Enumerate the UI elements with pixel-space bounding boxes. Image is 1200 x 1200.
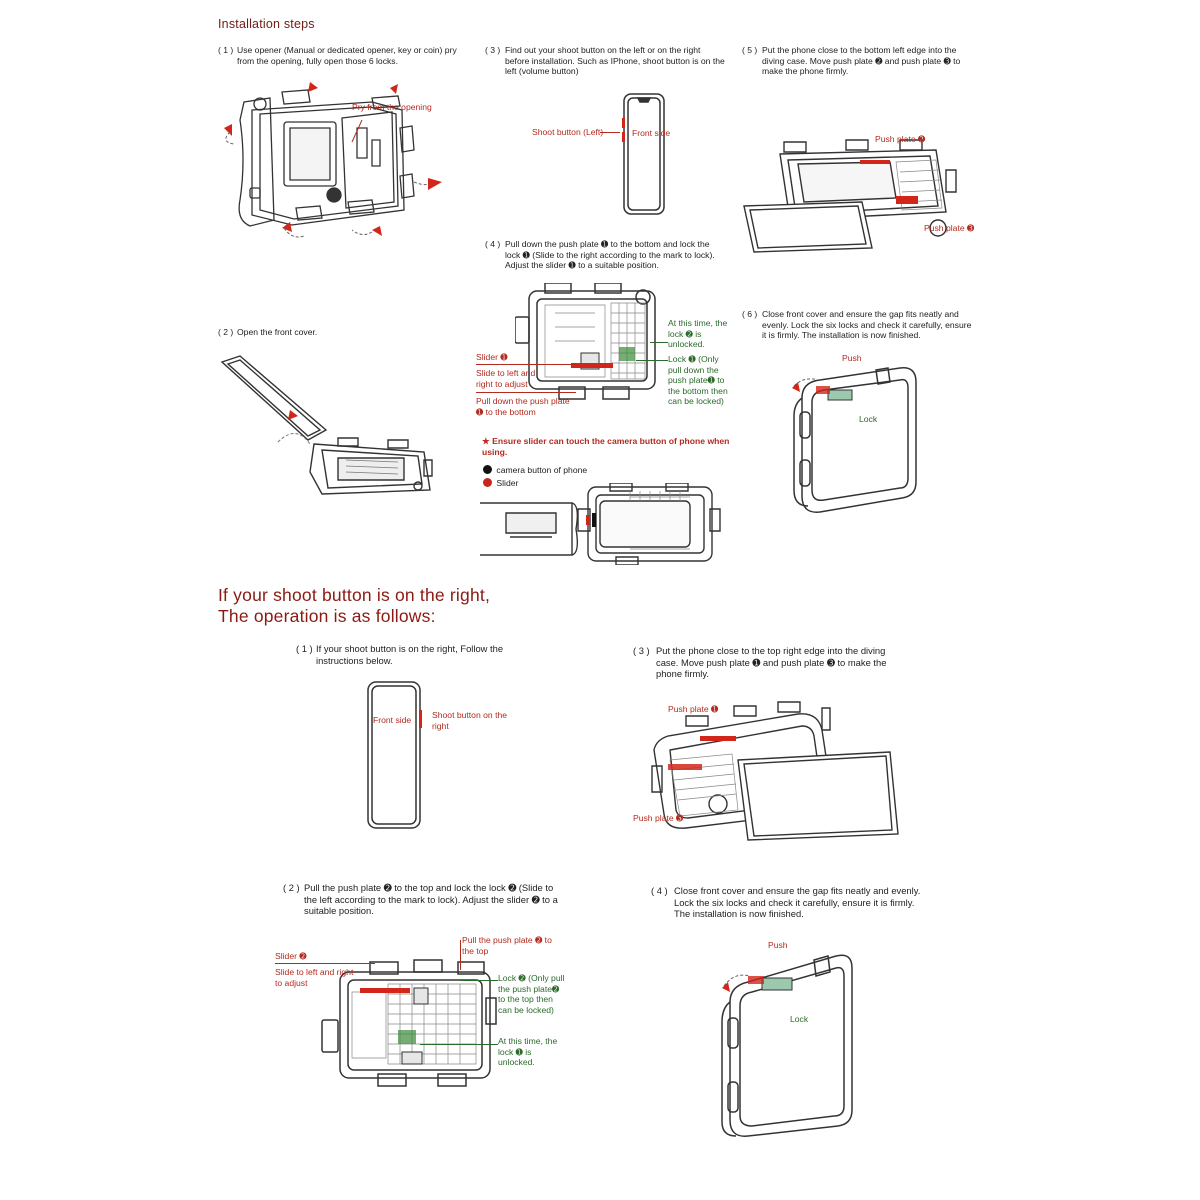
legend-slider: Slider [482,478,518,489]
section-heading-line-2: The operation is as follows: [218,606,436,626]
label-push-2: Push [768,940,788,950]
phone-into-case-bottom-left-illustration [740,136,972,266]
right-step-4-number: ( 4 ) [651,885,668,896]
label-front-side-right: Front side [373,715,412,725]
step-2-number: ( 2 ) [218,327,234,337]
case-push-plate-1-illustration [515,283,670,401]
page-title: Installation steps [218,17,315,31]
label-pull-top: Pull the push plate ➋ to the top [462,935,552,956]
red-dot-icon [483,478,492,487]
step-1-number: ( 1 ) [218,45,234,55]
step-5-text: Put the phone close to the bottom left e… [762,45,961,77]
leader-shoot-left [600,132,620,133]
closed-case-lock-illustration-right [718,946,858,1140]
step-2-text: Open the front cover. [237,327,318,337]
label-lock-2-unlocked: At this time, the lock ➋ is unlocked. [668,318,728,350]
step-5-number: ( 5 ) [742,45,758,55]
label-lock-1-note: Lock ➊ (Only pull down the push plate➊ t… [668,354,728,407]
label-slide-hint-2: Slide to left and right to adjust [275,967,354,988]
right-step-2-number: ( 2 ) [283,882,300,893]
pry-callout: Pry from the opening [352,102,432,112]
label-slide-hint-1: Slide to left and right to adjust [476,368,536,389]
leader-unlocked-2 [420,1044,498,1045]
right-step-1-number: ( 1 ) [296,643,313,654]
label-push-plate-3-right: Push plate ➌ [633,813,684,823]
case-push-plate-2-illustration [318,958,498,1088]
label-slider-2: Slider ➋ [275,951,307,961]
leader-pull-top [460,940,461,970]
slider-camera-detail-illustration [480,483,722,565]
step-4-text: Pull down the push plate ➊ to the bottom… [505,239,715,271]
label-push-plate-2: Push plate ➋ [875,134,926,144]
case-open-locks-illustration [224,82,442,250]
label-lock-1-closed: Lock [859,414,878,424]
label-slider-1: Slider ➊ [476,352,508,362]
label-lock-2-closed: Lock [790,1014,809,1024]
label-push-plate-1: Push plate ➊ [668,704,719,714]
step-4-number: ( 4 ) [485,239,501,249]
label-push-plate-3: Push plate ➌ [924,223,975,233]
right-step-3-text: Put the phone close to the top right edg… [656,645,887,680]
leader-lock-1 [636,360,668,361]
leader-slider-2 [275,963,375,964]
legend-camera-button: camera button of phone [482,465,587,476]
step-6-number: ( 6 ) [742,309,758,319]
closed-case-lock-illustration [792,356,925,514]
case-front-cover-open-illustration [218,352,443,502]
label-shoot-button-right: Shoot button on the right [432,710,508,731]
leader-pull-down [476,392,576,393]
step-3-number: ( 3 ) [485,45,501,55]
label-shoot-button-left: Shoot button (Left) [532,127,604,137]
leader-slider-1 [476,364,576,365]
label-lock-1-unlocked: At this time, the lock ➊ is unlocked. [498,1036,558,1068]
legend-camera-label: camera button of phone [496,465,588,475]
phone-left-button-illustration [622,92,668,218]
label-pull-down: Pull down the push plate ➊ to the bottom [476,396,570,417]
phone-right-button-illustration [362,680,422,832]
step-3-text: Find out your shoot button on the left o… [505,45,725,77]
phone-into-case-top-right-illustration [646,700,902,850]
label-front-side: Front side [632,128,671,138]
ensure-slider-note: ★ Ensure slider can touch the camera but… [482,436,730,457]
step-6-text: Close front cover and ensure the gap fit… [762,309,972,341]
label-push-1: Push [842,353,862,363]
ensure-slider-text: Ensure slider can touch the camera butto… [482,436,730,457]
right-step-4-text: Close front cover and ensure the gap fit… [674,885,921,920]
label-lock-2-note: Lock ➋ (Only pull the push plate➋ to the… [498,973,565,1015]
step-1-text: Use opener (Manual or dedicated opener, … [237,45,457,66]
leader-lock-2 [460,980,498,981]
section-heading-line-1: If your shoot button is on the right, [218,585,491,605]
right-step-3-number: ( 3 ) [633,645,650,656]
black-dot-icon [483,465,492,474]
right-step-2-text: Pull the push plate ➋ to the top and loc… [304,882,558,917]
right-step-1-text: If your shoot button is on the right, Fo… [316,643,504,666]
leader-unlocked [650,342,668,343]
legend-slider-label: Slider [496,478,519,488]
